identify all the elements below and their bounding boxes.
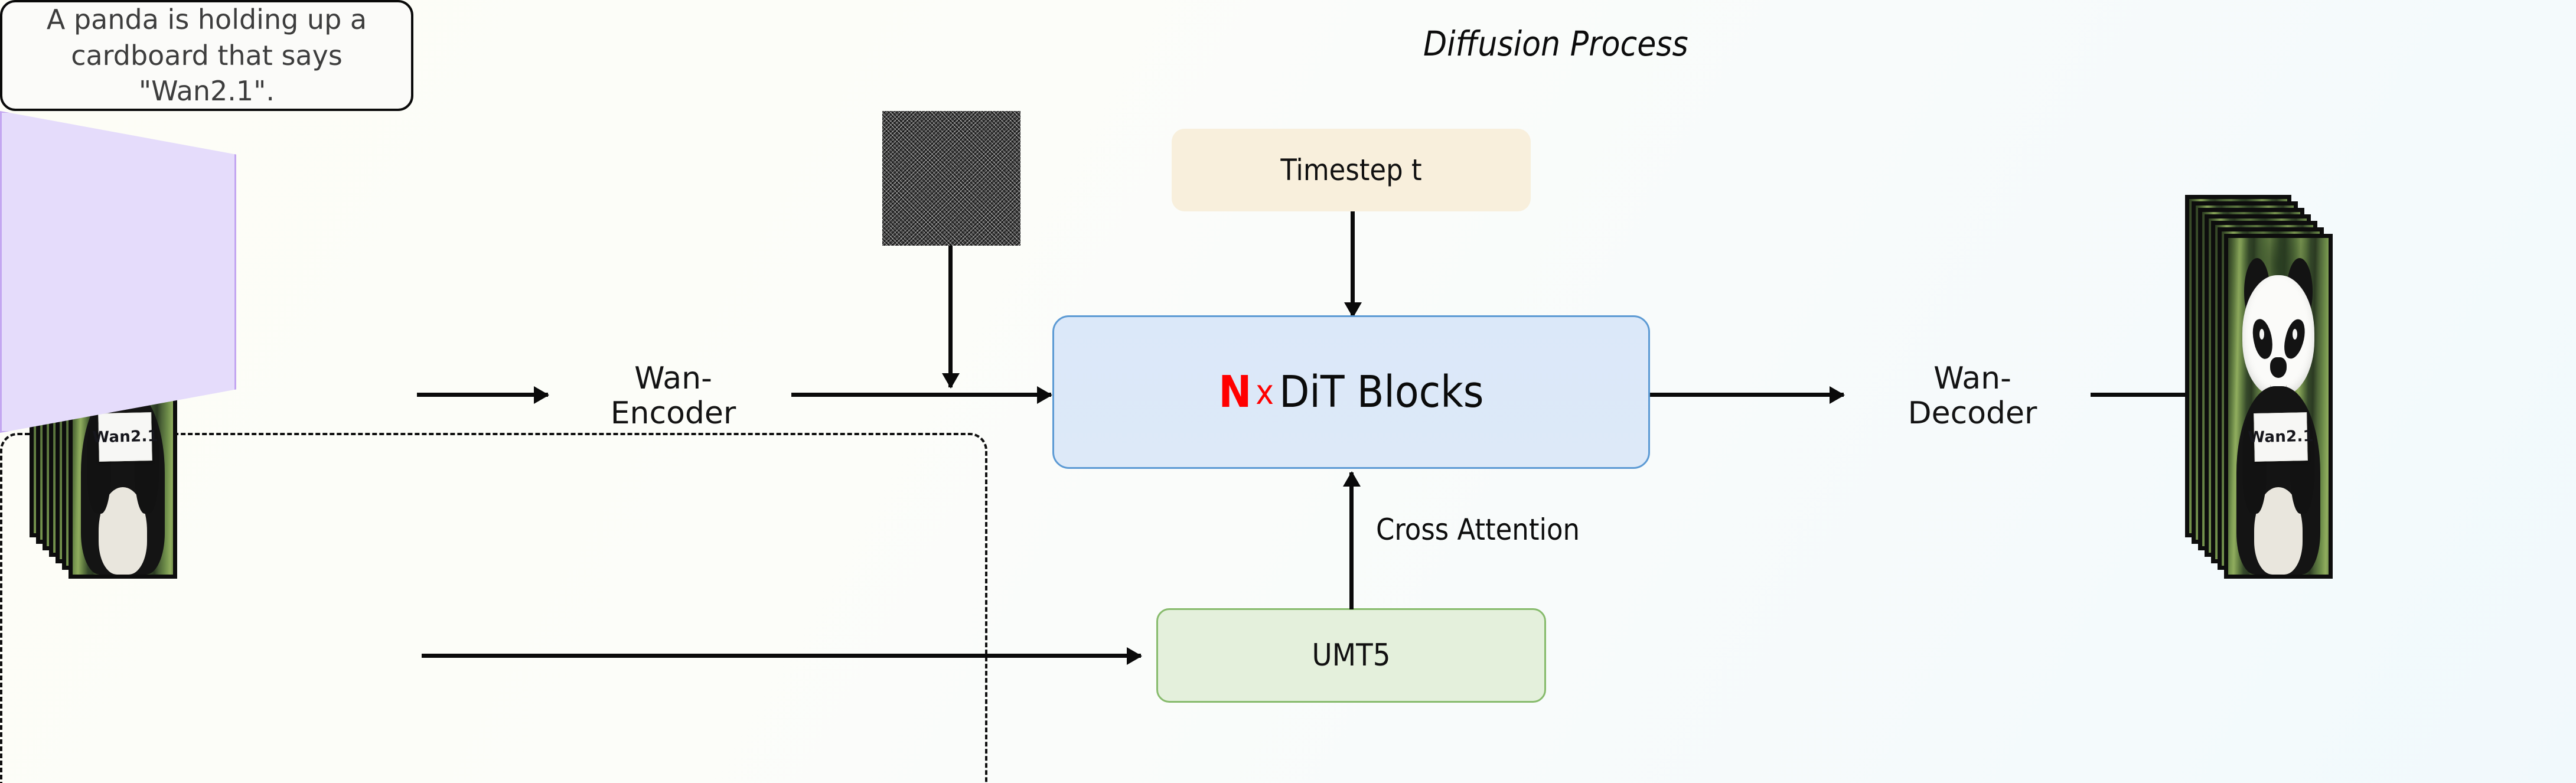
diffusion-process-container xyxy=(0,433,987,783)
arrow-cross-attention xyxy=(1349,472,1354,609)
wan-encoder-block[interactable] xyxy=(0,111,236,433)
prompt-line-2: cardboard that says "Wan2.1". xyxy=(71,39,343,107)
arrow-video-to-encoder xyxy=(417,393,548,397)
arrow-timestep-to-dit xyxy=(1351,211,1355,317)
wan-encoder-label-line1: Wan- xyxy=(634,361,712,397)
prompt-line-1: A panda is holding up a xyxy=(46,3,367,35)
wan-encoder-label-wrap: Wan- Encoder xyxy=(555,235,791,557)
output-frame-1: Wan2.1 xyxy=(2224,234,2333,579)
dit-blocks-block[interactable]: N x DiT Blocks xyxy=(1052,315,1650,469)
umt5-label: UMT5 xyxy=(1312,638,1391,673)
timestep-block[interactable]: Timestep t xyxy=(1172,129,1531,211)
dit-count-symbol: N xyxy=(1218,367,1252,417)
wan-decoder-label-line1: Wan- xyxy=(1933,361,2011,397)
diffusion-process-title: Diffusion Process xyxy=(1423,24,1688,64)
arrow-dit-to-decoder xyxy=(1650,393,1844,397)
output-video-stack: Wan2.1 xyxy=(2185,195,2516,585)
panda-sign: Wan2.1 xyxy=(92,412,158,462)
dit-multiplier: x xyxy=(1256,372,1274,412)
wan-decoder-label-wrap: Wan- Decoder xyxy=(1854,235,2091,557)
dit-blocks-label: DiT Blocks xyxy=(1279,367,1484,417)
timestep-label: Timestep t xyxy=(1280,153,1422,187)
arrow-encoder-to-dit xyxy=(791,393,1051,397)
panda-illustration-output: Wan2.1 xyxy=(2228,238,2329,575)
arrow-decoder-to-output xyxy=(2091,393,2202,397)
prompt-text-box[interactable]: A panda is holding up a cardboard that s… xyxy=(0,0,413,111)
wan-encoder-label-line2: Encoder xyxy=(610,395,736,431)
wan-decoder-label-line2: Decoder xyxy=(1907,395,2037,431)
umt5-block[interactable]: UMT5 xyxy=(1156,608,1546,703)
noise-latent-patch xyxy=(882,111,1020,246)
cross-attention-label: Cross Attention xyxy=(1376,513,1580,547)
panda-sign-output: Wan2.1 xyxy=(2248,412,2314,462)
arrow-prompt-to-umt5 xyxy=(422,654,1141,658)
arrow-noise-to-latent-path xyxy=(948,246,953,387)
